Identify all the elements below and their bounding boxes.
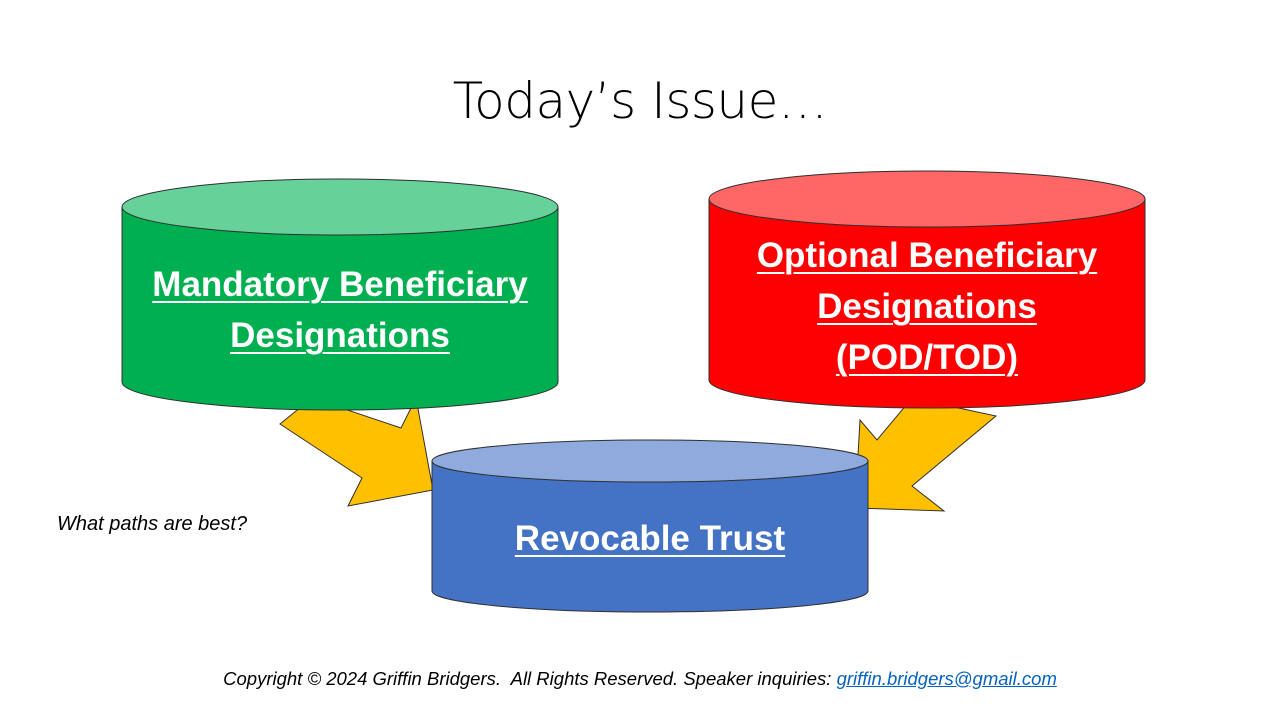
cylinder-optional bbox=[708, 170, 1146, 409]
arrow-mandatory-to-trust bbox=[279, 396, 434, 507]
label-revocable-trust: Revocable Trust bbox=[432, 513, 868, 564]
cylinder-revocable-trust bbox=[431, 439, 869, 613]
cylinder-mandatory bbox=[121, 178, 559, 411]
label-line: Designations bbox=[817, 287, 1037, 326]
label-mandatory-beneficiary-designations: Mandatory Beneficiary Designations bbox=[122, 259, 558, 361]
arrow-optional-to-trust bbox=[854, 397, 998, 512]
label-line: Designations bbox=[230, 316, 450, 355]
copyright-text: Copyright © 2024 Griffin Bridgers. All R… bbox=[223, 668, 837, 689]
label-line: (POD/TOD) bbox=[835, 338, 1019, 377]
label-optional-beneficiary-designations: Optional Beneficiary Designations (POD/T… bbox=[709, 230, 1145, 383]
speaker-email-link[interactable]: griffin.bridgers@gmail.com bbox=[836, 668, 1057, 689]
label-line: Mandatory Beneficiary bbox=[152, 265, 528, 304]
copyright-footer: Copyright © 2024 Griffin Bridgers. All R… bbox=[0, 668, 1280, 690]
side-note: What paths are best? bbox=[57, 513, 248, 535]
slide-title: Today’s Issue… bbox=[452, 72, 828, 130]
label-line: Revocable Trust bbox=[514, 519, 786, 558]
label-line: Optional Beneficiary bbox=[756, 236, 1098, 275]
